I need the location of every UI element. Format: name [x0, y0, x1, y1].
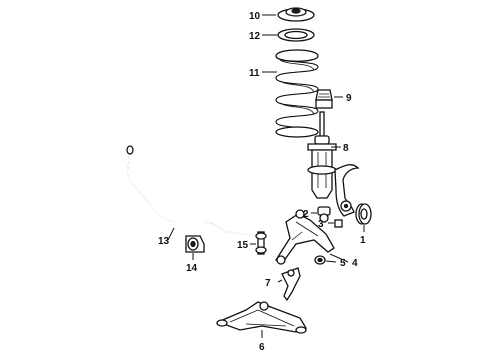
- bump-stop-part: [315, 89, 333, 109]
- stabilizer-bushing-part: [185, 235, 205, 253]
- radius-rod-bracket-part: [281, 267, 301, 302]
- leader-5: [325, 260, 337, 263]
- stabilizer-link-part: [255, 231, 267, 255]
- steering-knuckle-part: [334, 164, 360, 217]
- callout-2: 2: [303, 209, 309, 220]
- leader-4: [329, 253, 349, 263]
- callout-11: 11: [249, 68, 260, 79]
- spring-seat-part: [277, 28, 315, 42]
- callout-10: 10: [249, 11, 261, 22]
- strut-part: [307, 111, 337, 199]
- callout-15: 15: [237, 240, 249, 251]
- callout-9: 9: [346, 93, 352, 104]
- callout-14: 14: [186, 263, 198, 274]
- callout-13: 13: [158, 236, 170, 247]
- callout-4: 4: [352, 258, 358, 269]
- callout-1: 1: [360, 235, 366, 246]
- callout-7: 7: [265, 278, 271, 289]
- lower-control-arm-part: [216, 301, 307, 334]
- callout-6: 6: [259, 342, 265, 353]
- ball-joint-part: [317, 206, 331, 223]
- upper-control-arm-part: [274, 209, 335, 265]
- nut-part: [334, 219, 343, 228]
- coil-spring-part: [275, 49, 319, 138]
- bushing-part: [314, 255, 326, 265]
- callout-8: 8: [343, 143, 349, 154]
- callout-3: 3: [318, 219, 324, 230]
- callout-12: 12: [249, 31, 261, 42]
- leader-13: [167, 227, 175, 241]
- leader-7: [277, 279, 283, 283]
- stabilizer-bar-part: [126, 145, 261, 237]
- callout-5: 5: [340, 258, 346, 269]
- upper-mount-part: [277, 7, 315, 22]
- hub-bearing-part: [355, 203, 372, 225]
